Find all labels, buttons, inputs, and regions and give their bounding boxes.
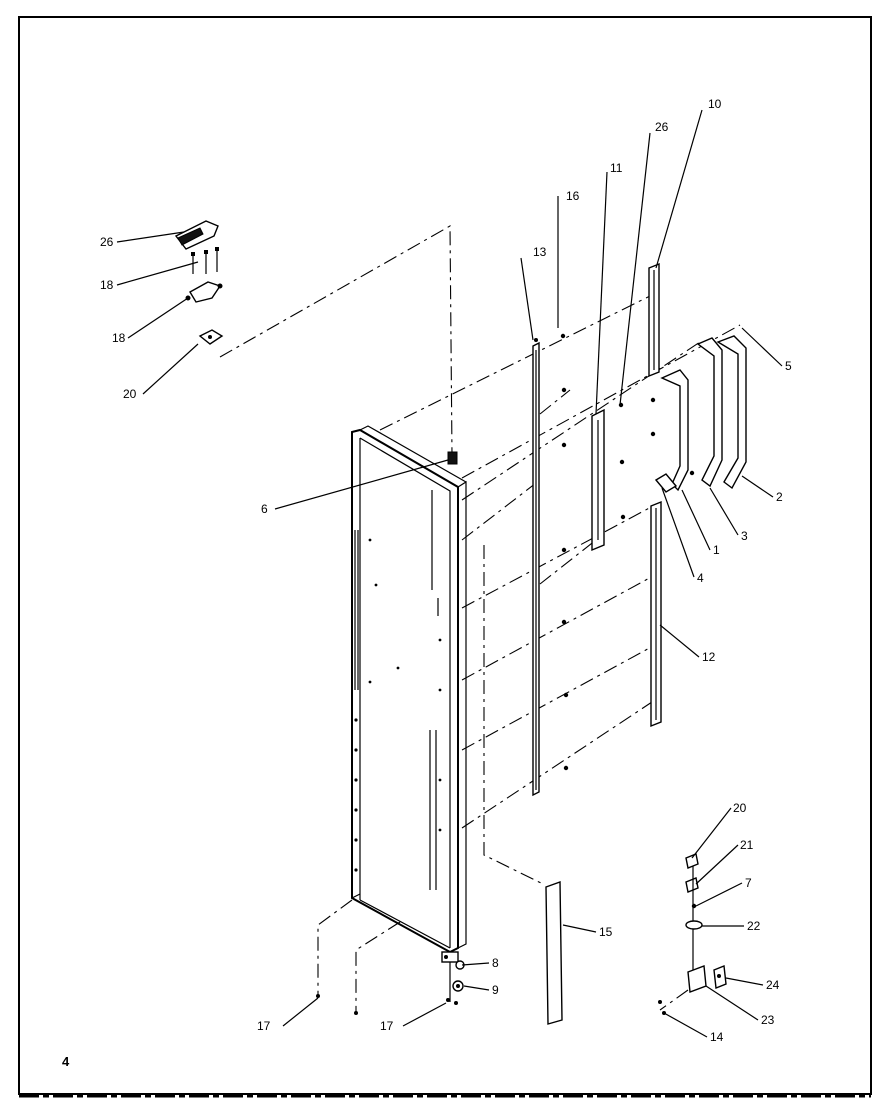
bottom-hinge-parts <box>441 951 465 1005</box>
callout-labels: 10 26 11 16 13 26 18 18 20 6 5 2 3 1 4 1… <box>62 97 792 1069</box>
callout-17-left: 17 <box>257 1019 271 1033</box>
callout-8: 8 <box>492 956 499 970</box>
fasteners <box>560 333 695 771</box>
callout-15: 15 <box>599 925 613 939</box>
callout-9: 9 <box>492 983 499 997</box>
strip-10 <box>648 262 660 378</box>
callout-27: 26 <box>655 120 669 134</box>
callout-14: 14 <box>710 1030 724 1044</box>
callout-20: 20 <box>123 387 137 401</box>
callout-1: 1 <box>713 543 720 557</box>
callout-5: 5 <box>785 359 792 373</box>
page-number: 4 <box>62 1054 70 1069</box>
assembly-leader-lines <box>379 294 741 886</box>
strip-12 <box>650 500 662 728</box>
door-frame <box>351 425 467 954</box>
lower-hinge-assembly <box>658 853 727 1015</box>
callout-21: 20 <box>733 801 747 815</box>
callout-10: 10 <box>708 97 722 111</box>
callout-25: 24 <box>766 978 780 992</box>
callout-26: 26 <box>100 235 114 249</box>
callout-leaders <box>116 109 783 1038</box>
strip-15 <box>545 881 563 1025</box>
callout-19: 18 <box>100 278 114 292</box>
callout-22: 21 <box>740 838 754 852</box>
callout-6: 6 <box>261 502 268 516</box>
callout-13: 13 <box>533 245 547 259</box>
callout-2: 2 <box>776 490 783 504</box>
callout-24: 23 <box>761 1013 775 1027</box>
callout-16: 16 <box>566 189 580 203</box>
top-hinge-assembly <box>174 220 453 456</box>
page-border <box>18 16 872 1095</box>
callout-17-right: 17 <box>380 1019 394 1033</box>
callout-3: 3 <box>741 529 748 543</box>
strip-11 <box>591 408 605 552</box>
callout-18: 18 <box>112 331 126 345</box>
callout-4: 4 <box>697 571 704 585</box>
callout-12: 12 <box>702 650 716 664</box>
strip-13 <box>532 338 540 797</box>
bracket-parts <box>654 335 747 493</box>
callout-23: 22 <box>747 919 761 933</box>
callout-7: 7 <box>745 876 752 890</box>
callout-11: 11 <box>610 161 623 175</box>
